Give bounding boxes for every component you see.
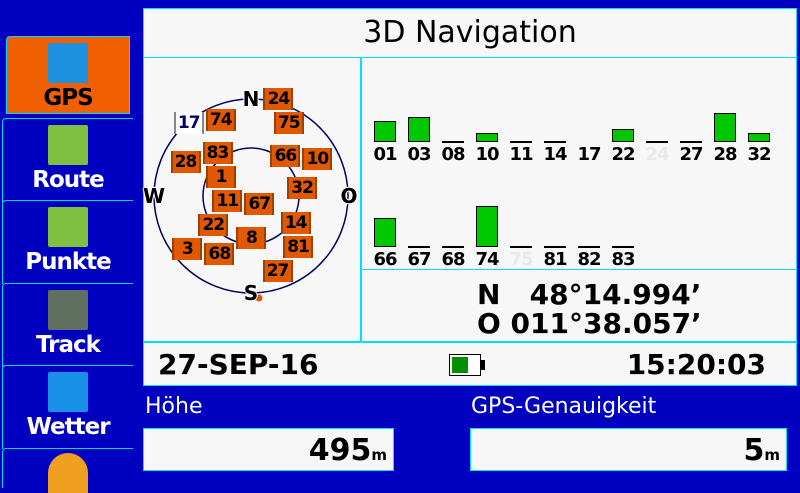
satellite-number: 74 [475,249,499,270]
satellite-22: 22 [198,213,229,236]
satellite-66: 66 [270,144,301,167]
altitude-field[interactable]: 495m [143,428,394,471]
signal-baseline [680,141,702,143]
sidebar-item-label: GPS [43,85,93,111]
signal-baseline [408,246,430,248]
signal-baseline [510,246,532,248]
signal-baseline [646,141,668,143]
satellite-3: 3 [172,237,203,260]
compass-south: S [243,281,259,305]
satellite-number: 24 [645,144,669,165]
satellite-number: 10 [475,144,499,165]
longitude: O 011°38.057’ [477,307,702,340]
signal-baseline [510,141,532,143]
route-flags-icon [48,125,88,165]
sidebar-item-label: Track [36,332,101,358]
satellite-11: 11 [212,189,243,212]
sidebar-item-wetter[interactable]: Wetter [2,365,133,449]
page-title: 3D Navigation [143,8,797,58]
satellite-number: 82 [577,249,601,270]
signal-fill [408,116,430,142]
satellite-number: 81 [543,249,567,270]
satellite-number: 08 [441,144,465,165]
sidebar-item-punkte[interactable]: Punkte [2,200,133,284]
field-label-accuracy: GPS-Genauigkeit [471,394,657,419]
satellite-number: 68 [441,249,465,270]
gps-satellite-icon [48,43,88,83]
signal-baseline [544,141,566,143]
signal-strength-panel: 01 03 08 10 11 14 17 22 24 27 28 32 66 67 68 74 75 81 82 83 [361,57,797,270]
satellite-1: 1 [206,165,237,188]
signal-baseline [612,246,634,248]
satellite-number: 28 [713,144,737,165]
satellite-24: 24 [263,87,294,110]
accuracy-unit: m [764,446,780,464]
satellite-number: 27 [679,144,703,165]
signal-fill [374,120,396,142]
satellite-number: 83 [611,249,635,270]
satellite-17: 17 [173,111,204,134]
signal-fill [374,217,396,247]
compass-north: N [242,87,260,111]
signal-baseline [544,246,566,248]
accuracy-field[interactable]: 5m [470,428,787,471]
sidebar-item-gps[interactable]: GPS [6,36,130,114]
satellite-27: 27 [262,260,293,283]
satellite-32: 32 [287,176,318,199]
waypoints-flags-icon [48,207,88,247]
weather-icon [48,372,88,412]
sidebar-item-route[interactable]: Route [2,118,133,202]
heading-marker [255,294,263,302]
sidebar-item-track[interactable]: Track [2,283,133,367]
signal-fill [612,128,634,142]
signal-baseline [442,246,464,248]
satellite-8: 8 [236,226,267,249]
satellite-number: 66 [373,249,397,270]
satellite-10: 10 [302,147,333,170]
satellite-68: 68 [204,242,235,265]
sidebar-item-more[interactable] [2,448,133,493]
satellite-74: 74 [205,108,236,131]
latitude: N 48°14.994’ [477,278,702,311]
satellite-number: 17 [577,144,601,165]
signal-fill [476,133,498,142]
field-label-altitude: Höhe [145,394,203,419]
satellite-number: 22 [611,144,635,165]
compass-west: W [142,184,166,208]
satellite-number: 67 [407,249,431,270]
satellite-75: 75 [273,111,304,134]
satellite-67: 67 [244,193,275,216]
signal-baseline [578,246,600,248]
battery-icon [449,354,485,376]
satellite-number: 14 [543,144,567,165]
satellite-number: 03 [407,144,431,165]
satellite-number: 32 [747,144,771,165]
coordinates: N 48°14.994’O 011°38.057’ [361,269,797,342]
satellite-14: 14 [280,212,311,235]
track-hiker-icon [48,290,88,330]
satellite-number: 11 [509,144,533,165]
date: 27-SEP-16 [158,348,319,381]
altitude-value: 495 [308,433,372,468]
satellite-83: 83 [202,141,233,164]
signal-fill [748,133,770,142]
compass-east: O [340,184,358,208]
signal-fill [714,112,736,142]
satellite-81: 81 [283,236,314,259]
accuracy-value: 5 [743,433,765,468]
altitude-unit: m [371,446,387,464]
alarm-clock-icon [48,453,88,493]
satellite-number: 01 [373,144,397,165]
signal-fill [476,205,498,247]
sidebar-item-label: Punkte [25,249,112,275]
sidebar-item-label: Wetter [26,414,110,440]
status-bar: 27-SEP-16 15:20:03 [143,342,797,386]
satellite-28: 28 [170,150,201,173]
signal-baseline [442,141,464,143]
satellite-number: 75 [509,249,533,270]
time: 15:20:03 [626,348,766,381]
sidebar-item-label: Route [32,167,104,193]
